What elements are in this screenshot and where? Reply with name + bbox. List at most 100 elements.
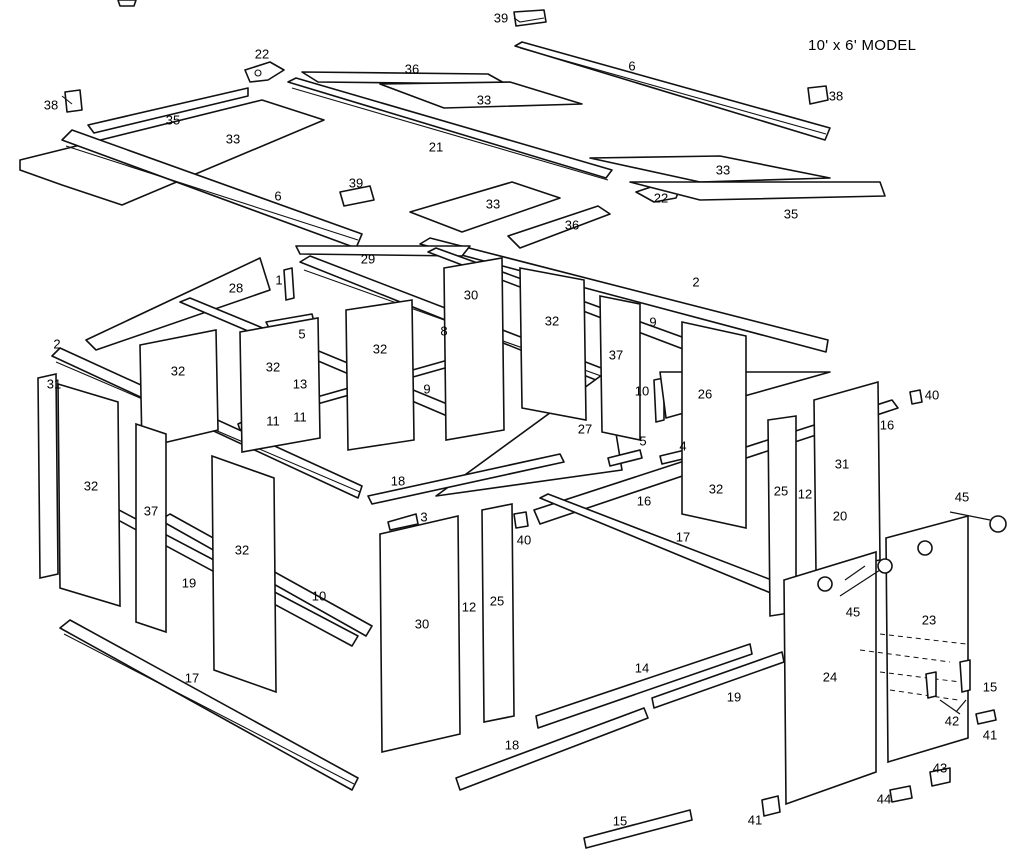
part-label-p27: 27 <box>578 421 592 436</box>
part-label-p31a: 31 <box>47 376 61 391</box>
part-label-p6a: 6 <box>628 58 635 73</box>
wall-panels <box>37 257 881 754</box>
doors <box>761 511 1007 817</box>
latch-15 <box>959 659 971 693</box>
part-label-p37b: 37 <box>144 503 158 518</box>
part-21-rail-edge <box>291 87 609 181</box>
part-label-p18b: 18 <box>505 737 519 752</box>
latch-42-arrows <box>939 699 967 715</box>
part-label-p32e: 32 <box>84 478 98 493</box>
part-label-p35a: 35 <box>166 112 180 127</box>
panel-30-front <box>379 514 461 754</box>
panel-32-left-front <box>57 382 121 608</box>
part-22-hole-a <box>254 69 262 77</box>
door-dashed-guides <box>859 633 967 701</box>
part-2-right-rafter <box>419 237 829 353</box>
part-label-p5a: 5 <box>298 326 305 341</box>
panel-31-right <box>813 380 881 573</box>
part-label-p36b: 36 <box>565 217 579 232</box>
rail-17-front <box>59 619 359 791</box>
panel-31-left-edge <box>37 373 59 579</box>
part-label-p32c: 32 <box>171 363 185 378</box>
panel-32-front-left <box>211 454 277 694</box>
panel-32-back-left <box>139 329 219 450</box>
part-label-p32b: 32 <box>373 341 387 356</box>
part-label-p11b: 11 <box>293 409 307 424</box>
part-label-p8: 8 <box>440 323 447 338</box>
part-label-p30a: 30 <box>464 287 478 302</box>
part-label-p44: 44 <box>877 791 891 806</box>
part-6-left-beam <box>61 129 363 249</box>
panel-37-back <box>599 295 641 441</box>
part-label-p23: 23 <box>922 612 936 627</box>
part-38-bracket-right <box>807 85 829 105</box>
part-label-p11a: 11 <box>266 413 280 428</box>
part-label-p2b: 2 <box>53 336 60 351</box>
handle-45-door <box>917 540 933 556</box>
part-label-p15a: 15 <box>983 679 997 694</box>
part-label-p21: 21 <box>429 139 443 154</box>
part-3-clip <box>387 513 419 531</box>
part-35-left-panel <box>87 87 249 134</box>
part-label-p45a: 45 <box>955 489 969 504</box>
part-43 <box>929 767 951 787</box>
part-22-bracket-a <box>244 61 285 83</box>
panel-37-left-front <box>135 422 167 634</box>
part-label-p4: 4 <box>679 438 686 453</box>
part-label-p31b: 31 <box>835 456 849 471</box>
handle-45-arrows <box>839 511 991 597</box>
part-label-p3: 3 <box>420 509 427 524</box>
roof-section <box>19 0 886 249</box>
rail-14 <box>535 643 753 729</box>
part-label-p25a: 25 <box>774 483 788 498</box>
part-39-mid <box>339 185 375 207</box>
part-21-rail <box>287 77 613 179</box>
part-label-p13: 13 <box>293 376 307 391</box>
part-label-p10b: 10 <box>312 588 326 603</box>
part-40-left <box>513 511 529 529</box>
clip-41-right <box>975 709 997 725</box>
part-label-p33c: 33 <box>716 162 730 177</box>
door-24 <box>783 550 877 806</box>
diagram-title: 10' x 6' MODEL <box>808 37 916 54</box>
part-label-p22b: 22 <box>654 190 668 205</box>
part-label-p32d: 32 <box>266 359 280 374</box>
part-label-p24: 24 <box>823 669 837 684</box>
part-label-p14: 14 <box>635 660 649 675</box>
part-label-p10a: 10 <box>635 383 649 398</box>
part-label-p45b: 45 <box>846 604 860 619</box>
handle-45-loose <box>989 515 1007 533</box>
part-5-clip-b <box>607 449 643 467</box>
part-label-p40a: 40 <box>925 387 939 402</box>
part-label-p33a: 33 <box>477 92 491 107</box>
part-label-p30b: 30 <box>415 616 429 631</box>
part-label-p6b: 6 <box>274 188 281 203</box>
latch-42 <box>925 671 937 699</box>
part-44 <box>889 785 913 803</box>
part-label-p19a: 19 <box>182 575 196 590</box>
part-label-p38a: 38 <box>44 97 58 112</box>
part-label-p17a: 17 <box>676 529 690 544</box>
rail-17-front-edge <box>63 633 355 785</box>
part-label-p12a: 12 <box>798 486 812 501</box>
part-6-top-beam-edge <box>519 47 827 135</box>
part-18-mid-rail <box>367 453 565 505</box>
part-label-p5b: 5 <box>639 433 646 448</box>
part-label-p16a: 16 <box>880 417 894 432</box>
part-label-p42: 42 <box>945 713 959 728</box>
part-label-p22a: 22 <box>255 46 269 61</box>
part-label-p32a: 32 <box>545 313 559 328</box>
part-label-p17b: 17 <box>185 670 199 685</box>
part-label-p12b: 12 <box>462 599 476 614</box>
panel-32-right-back <box>681 321 747 529</box>
part-label-p41b: 41 <box>748 812 762 827</box>
part-label-p38b: 38 <box>829 88 843 103</box>
part-label-p43: 43 <box>933 760 947 775</box>
handle-45-left <box>817 576 833 592</box>
part-label-p39b: 39 <box>349 175 363 190</box>
part-label-p29: 29 <box>361 251 375 266</box>
part-label-p39a: 39 <box>494 10 508 25</box>
